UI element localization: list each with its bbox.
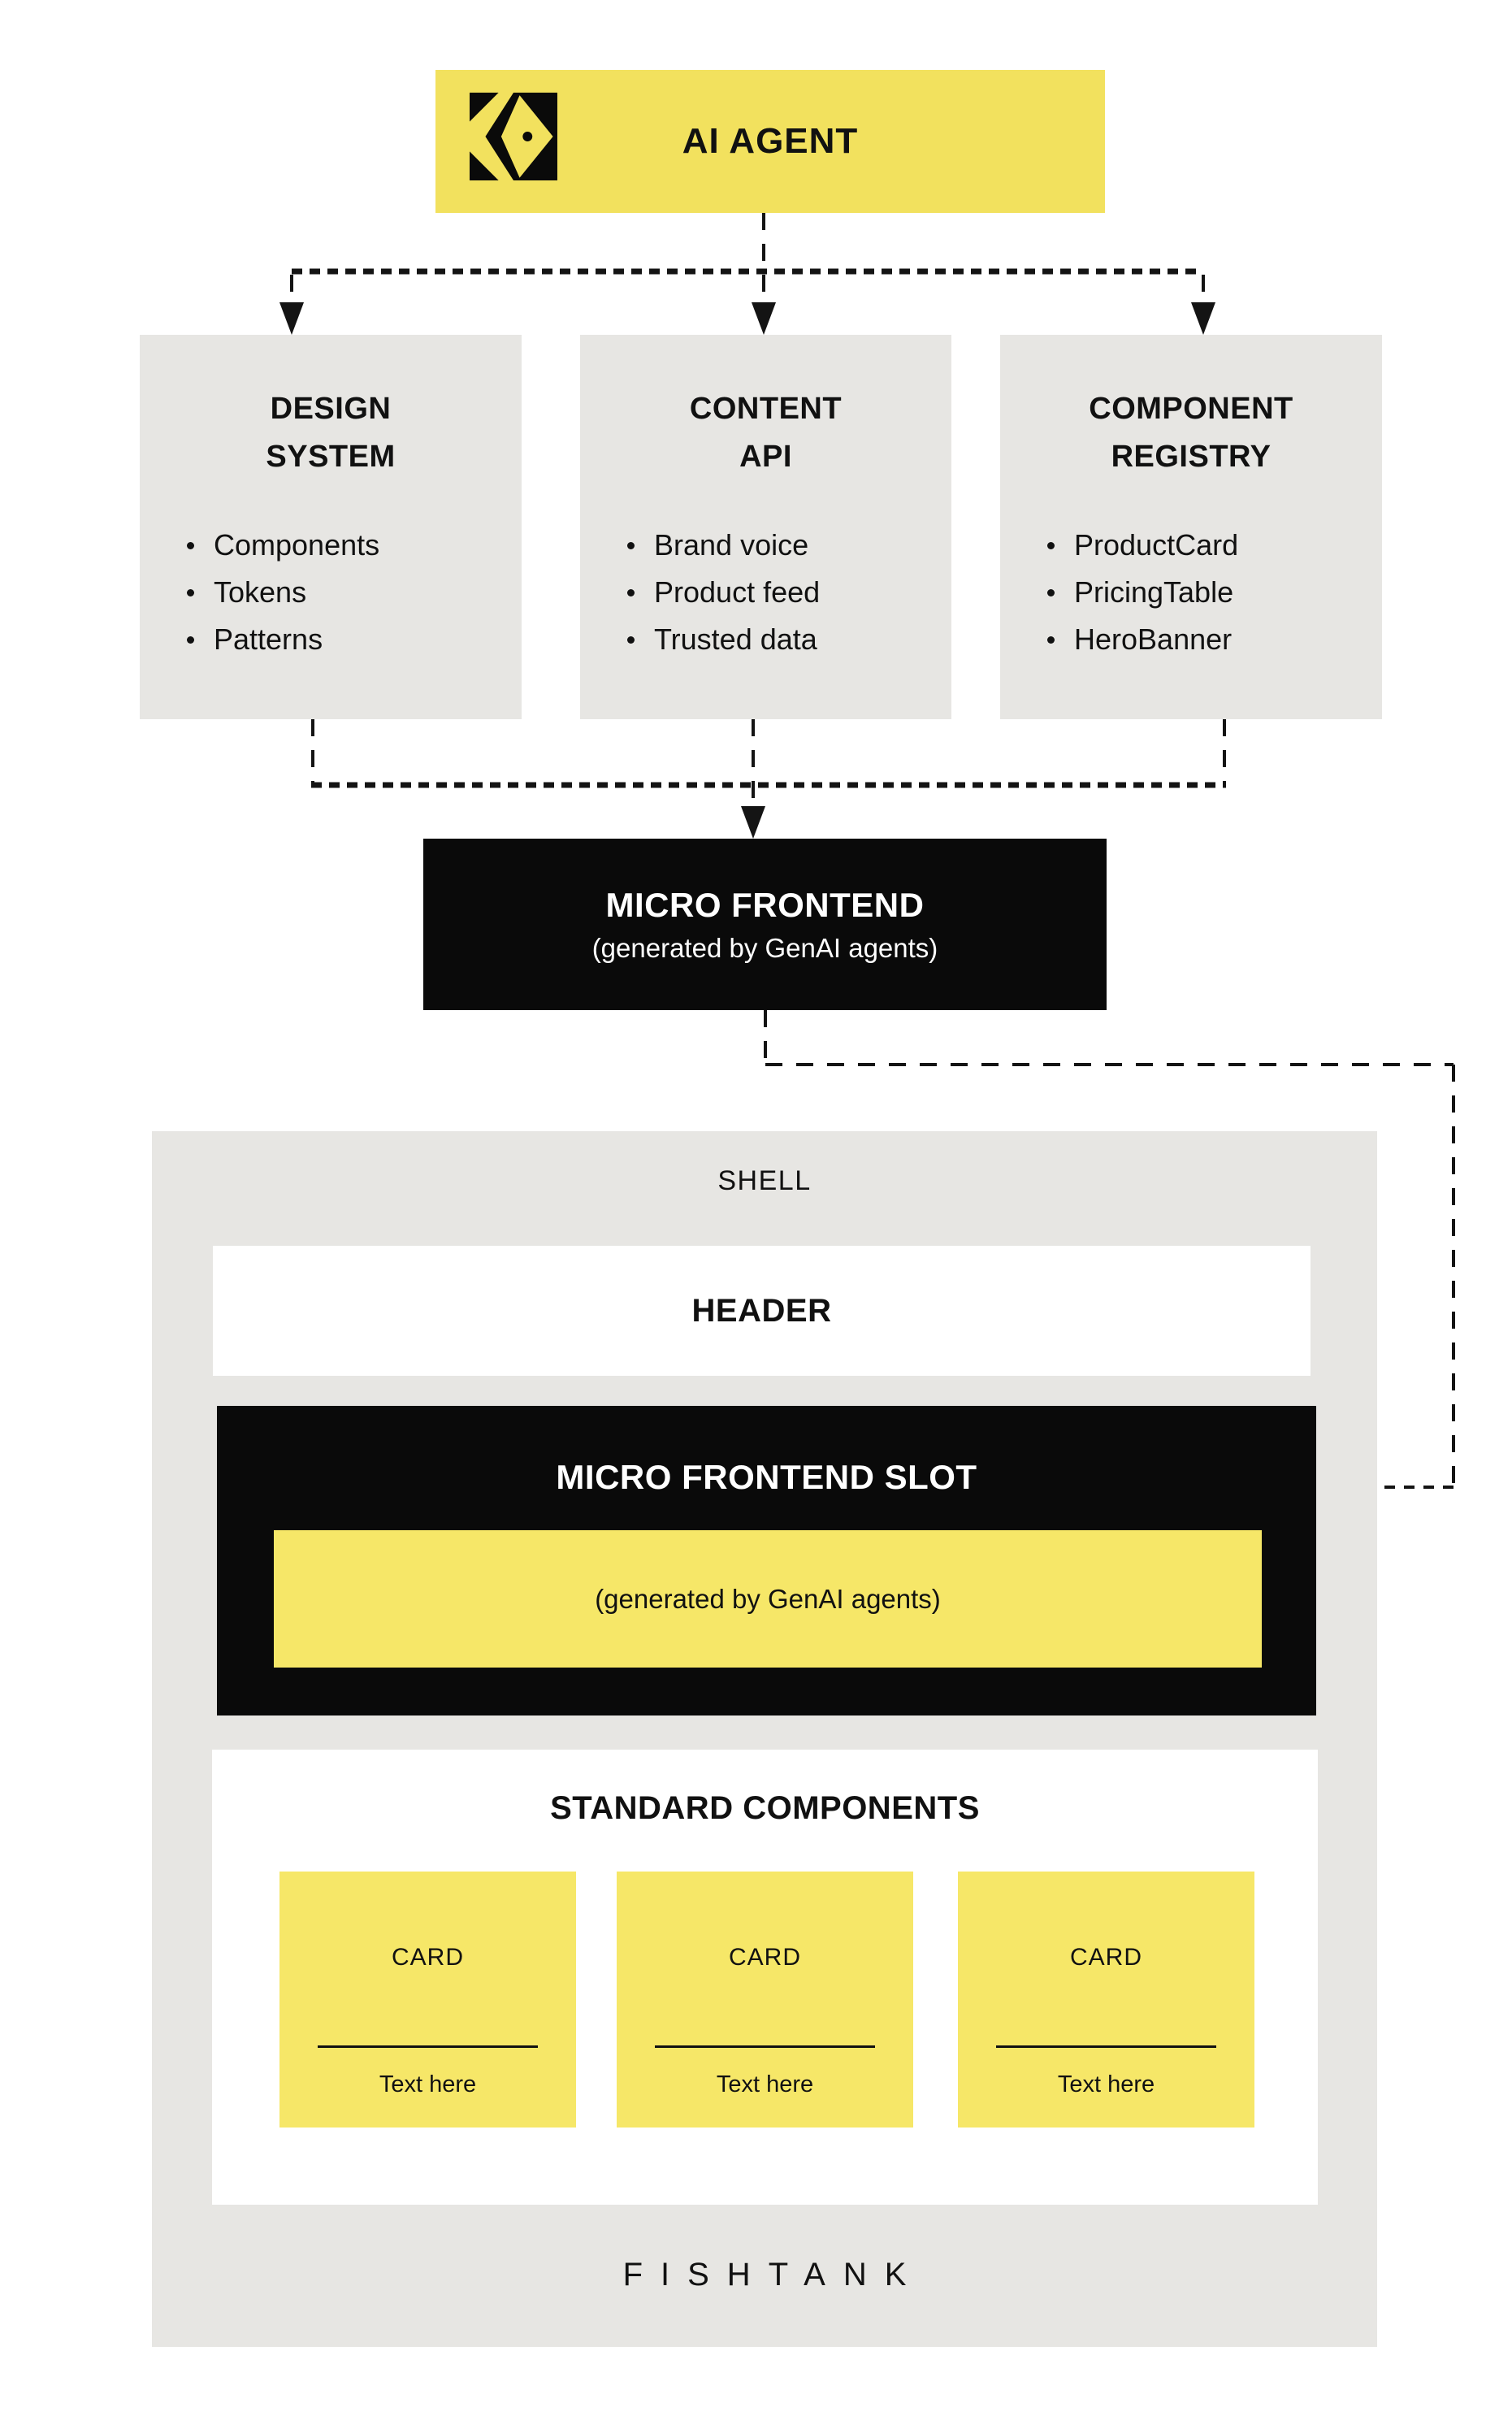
title-line: CONTENT: [689, 392, 843, 426]
bullet-icon: [1047, 541, 1055, 549]
fishtank-fish-icon: [470, 93, 557, 180]
header-label: HEADER: [691, 1292, 832, 1329]
card-divider: [996, 2045, 1216, 2048]
micro-frontend-slot-box: MICRO FRONTEND SLOT (generated by GenAI …: [217, 1406, 1316, 1715]
generated-content-box: (generated by GenAI agents): [274, 1530, 1262, 1668]
logo-fish-eye: [522, 132, 533, 141]
card-text: Text here: [379, 2071, 477, 2097]
micro-frontend-subtitle: (generated by GenAI agents): [591, 932, 938, 963]
bullet-icon: [187, 588, 194, 596]
card-text: Text here: [716, 2071, 814, 2097]
list-item: Trusted data: [627, 616, 951, 663]
bullet-icon: [627, 541, 635, 549]
card: CARD Text here: [958, 1872, 1254, 2128]
card-label: CARD: [728, 1944, 801, 1971]
card: CARD Text here: [617, 1872, 913, 2128]
arrow-into-component-registry: [1191, 302, 1215, 335]
bullet-icon: [1047, 588, 1055, 596]
list-item-label: Patterns: [214, 622, 323, 656]
bullet-icon: [187, 635, 194, 644]
design-system-box: DESIGN SYSTEM Components Tokens Patterns: [140, 335, 522, 719]
ai-agent-box: AI AGENT: [435, 70, 1105, 213]
content-api-title: CONTENT API: [580, 385, 951, 481]
bullet-icon: [627, 588, 635, 596]
design-system-list: Components Tokens Patterns: [140, 522, 522, 663]
component-registry-list: ProductCard PricingTable HeroBanner: [1000, 522, 1382, 663]
fishtank-wordmark: FISHTANK: [622, 2257, 925, 2292]
card-divider: [655, 2045, 875, 2048]
content-api-box: CONTENT API Brand voice Product feed Tru…: [580, 335, 951, 719]
list-item: Product feed: [627, 569, 951, 616]
component-registry-box: COMPONENT REGISTRY ProductCard PricingTa…: [1000, 335, 1382, 719]
list-item: Tokens: [187, 569, 522, 616]
list-item-label: PricingTable: [1074, 575, 1234, 609]
bullet-icon: [627, 635, 635, 644]
list-item-label: Components: [214, 528, 380, 562]
arrow-into-content-api: [752, 302, 776, 335]
list-item-label: Brand voice: [654, 528, 809, 562]
arrow-into-micro-frontend: [741, 806, 765, 839]
bullet-icon: [187, 541, 194, 549]
shell-label: SHELL: [717, 1165, 812, 1196]
title-line: REGISTRY: [1111, 440, 1272, 474]
title-line: API: [739, 440, 792, 474]
title-line: SYSTEM: [266, 440, 396, 474]
list-item: ProductCard: [1047, 522, 1382, 569]
micro-frontend-slot-title: MICRO FRONTEND SLOT: [556, 1458, 977, 1496]
list-item: PricingTable: [1047, 569, 1382, 616]
micro-frontend-title: MICRO FRONTEND: [605, 885, 925, 924]
card-label: CARD: [391, 1944, 464, 1971]
list-item-label: Product feed: [654, 575, 821, 609]
design-system-title: DESIGN SYSTEM: [140, 385, 522, 481]
list-item: Components: [187, 522, 522, 569]
title-line: DESIGN: [270, 392, 392, 426]
arrow-into-design-system: [279, 302, 304, 335]
card-text: Text here: [1057, 2071, 1155, 2097]
micro-frontend-box: MICRO FRONTEND (generated by GenAI agent…: [423, 839, 1107, 1010]
list-item: Patterns: [187, 616, 522, 663]
header-box: HEADER: [213, 1246, 1311, 1376]
list-item-label: Trusted data: [654, 622, 817, 656]
list-item: HeroBanner: [1047, 616, 1382, 663]
card: CARD Text here: [279, 1872, 576, 2128]
bullet-icon: [1047, 635, 1055, 644]
card-divider: [318, 2045, 538, 2048]
ai-agent-label: AI AGENT: [682, 121, 859, 161]
component-registry-title: COMPONENT REGISTRY: [1000, 385, 1382, 481]
list-item-label: ProductCard: [1074, 528, 1239, 562]
content-api-list: Brand voice Product feed Trusted data: [580, 522, 951, 663]
list-item-label: HeroBanner: [1074, 622, 1233, 656]
title-line: COMPONENT: [1089, 392, 1293, 426]
standard-components-box: STANDARD COMPONENTS CARD Text here CARD …: [212, 1750, 1318, 2205]
card-label: CARD: [1069, 1944, 1142, 1971]
list-item-label: Tokens: [214, 575, 307, 609]
shell-container: SHELL HEADER MICRO FRONTEND SLOT (genera…: [152, 1131, 1377, 2347]
logo-tail-chevron: [470, 93, 513, 180]
list-item: Brand voice: [627, 522, 951, 569]
standard-components-title: STANDARD COMPONENTS: [550, 1790, 980, 1826]
